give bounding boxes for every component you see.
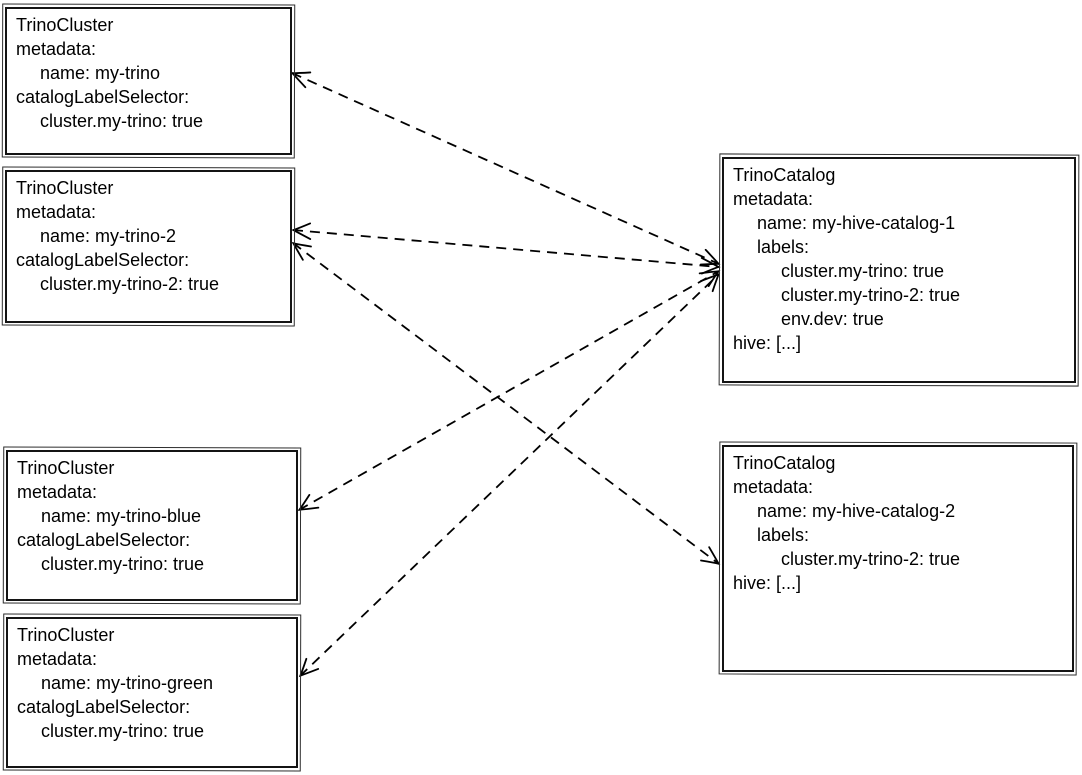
node-text-line: TrinoCatalog <box>733 453 836 473</box>
node-text-line: name: my-trino-2 <box>40 226 177 246</box>
node-text-line: hive: [...] <box>733 573 802 593</box>
node-text-line: cluster.my-trino: true <box>41 554 205 574</box>
node-trinocluster-my-trino: TrinoCluster metadata: name: my-trino catal… <box>5 7 292 155</box>
node-trinocluster-my-trino-blue: TrinoCluster metadata: name: my-trino-blue… <box>6 450 298 601</box>
node-text-line: cluster.my-trino-2: true <box>781 549 961 569</box>
node-text-line: name: my-trino-blue <box>41 506 202 526</box>
node-text-line: name: my-hive-catalog-2 <box>757 501 956 521</box>
node-text-line: metadata: <box>733 189 814 209</box>
node-text-line: catalogLabelSelector: <box>16 250 190 270</box>
node-text-line: TrinoCatalog <box>733 165 836 185</box>
node-trinocluster-my-trino-2: TrinoCluster metadata: name: my-trino-2 cat… <box>5 170 292 323</box>
node-text-line: cluster.my-trino: true <box>40 111 204 131</box>
node-text-line: labels: <box>757 237 810 257</box>
node-text-line: TrinoCluster <box>17 625 115 645</box>
node-text-line: TrinoCluster <box>17 458 115 478</box>
node-trinocatalog-my-hive-catalog-2: TrinoCatalog metadata: name: my-hive-catal… <box>722 445 1074 672</box>
node-text-line: labels: <box>757 525 810 545</box>
node-text-line: hive: [...] <box>733 333 802 353</box>
node-text-line: cluster.my-trino: true <box>41 721 205 741</box>
node-text-line: env.dev: true <box>781 309 884 329</box>
node-trinocluster-my-trino-green: TrinoCluster metadata: name: my-trino-gree… <box>6 617 298 768</box>
node-text-line: catalogLabelSelector: <box>17 697 191 717</box>
node-text-line: metadata: <box>17 649 98 669</box>
node-text-line: name: my-trino-green <box>41 673 214 693</box>
node-text-line: TrinoCluster <box>16 178 114 198</box>
node-text-line: name: my-hive-catalog-1 <box>757 213 956 233</box>
node-text-line: catalogLabelSelector: <box>17 530 191 550</box>
node-text-line: cluster.my-trino: true <box>781 261 945 281</box>
node-text-line: metadata: <box>733 477 814 497</box>
node-text-line: cluster.my-trino-2: true <box>40 274 220 294</box>
node-trinocatalog-my-hive-catalog-1: TrinoCatalog metadata: name: my-hive-catal… <box>722 157 1076 383</box>
node-text-line: TrinoCluster <box>16 15 114 35</box>
node-text-line: metadata: <box>17 482 98 502</box>
node-text-line: name: my-trino <box>40 63 161 83</box>
node-text-line: metadata: <box>16 39 97 59</box>
node-text-line: metadata: <box>16 202 97 222</box>
node-text-line: cluster.my-trino-2: true <box>781 285 961 305</box>
node-text-line: catalogLabelSelector: <box>16 87 190 107</box>
